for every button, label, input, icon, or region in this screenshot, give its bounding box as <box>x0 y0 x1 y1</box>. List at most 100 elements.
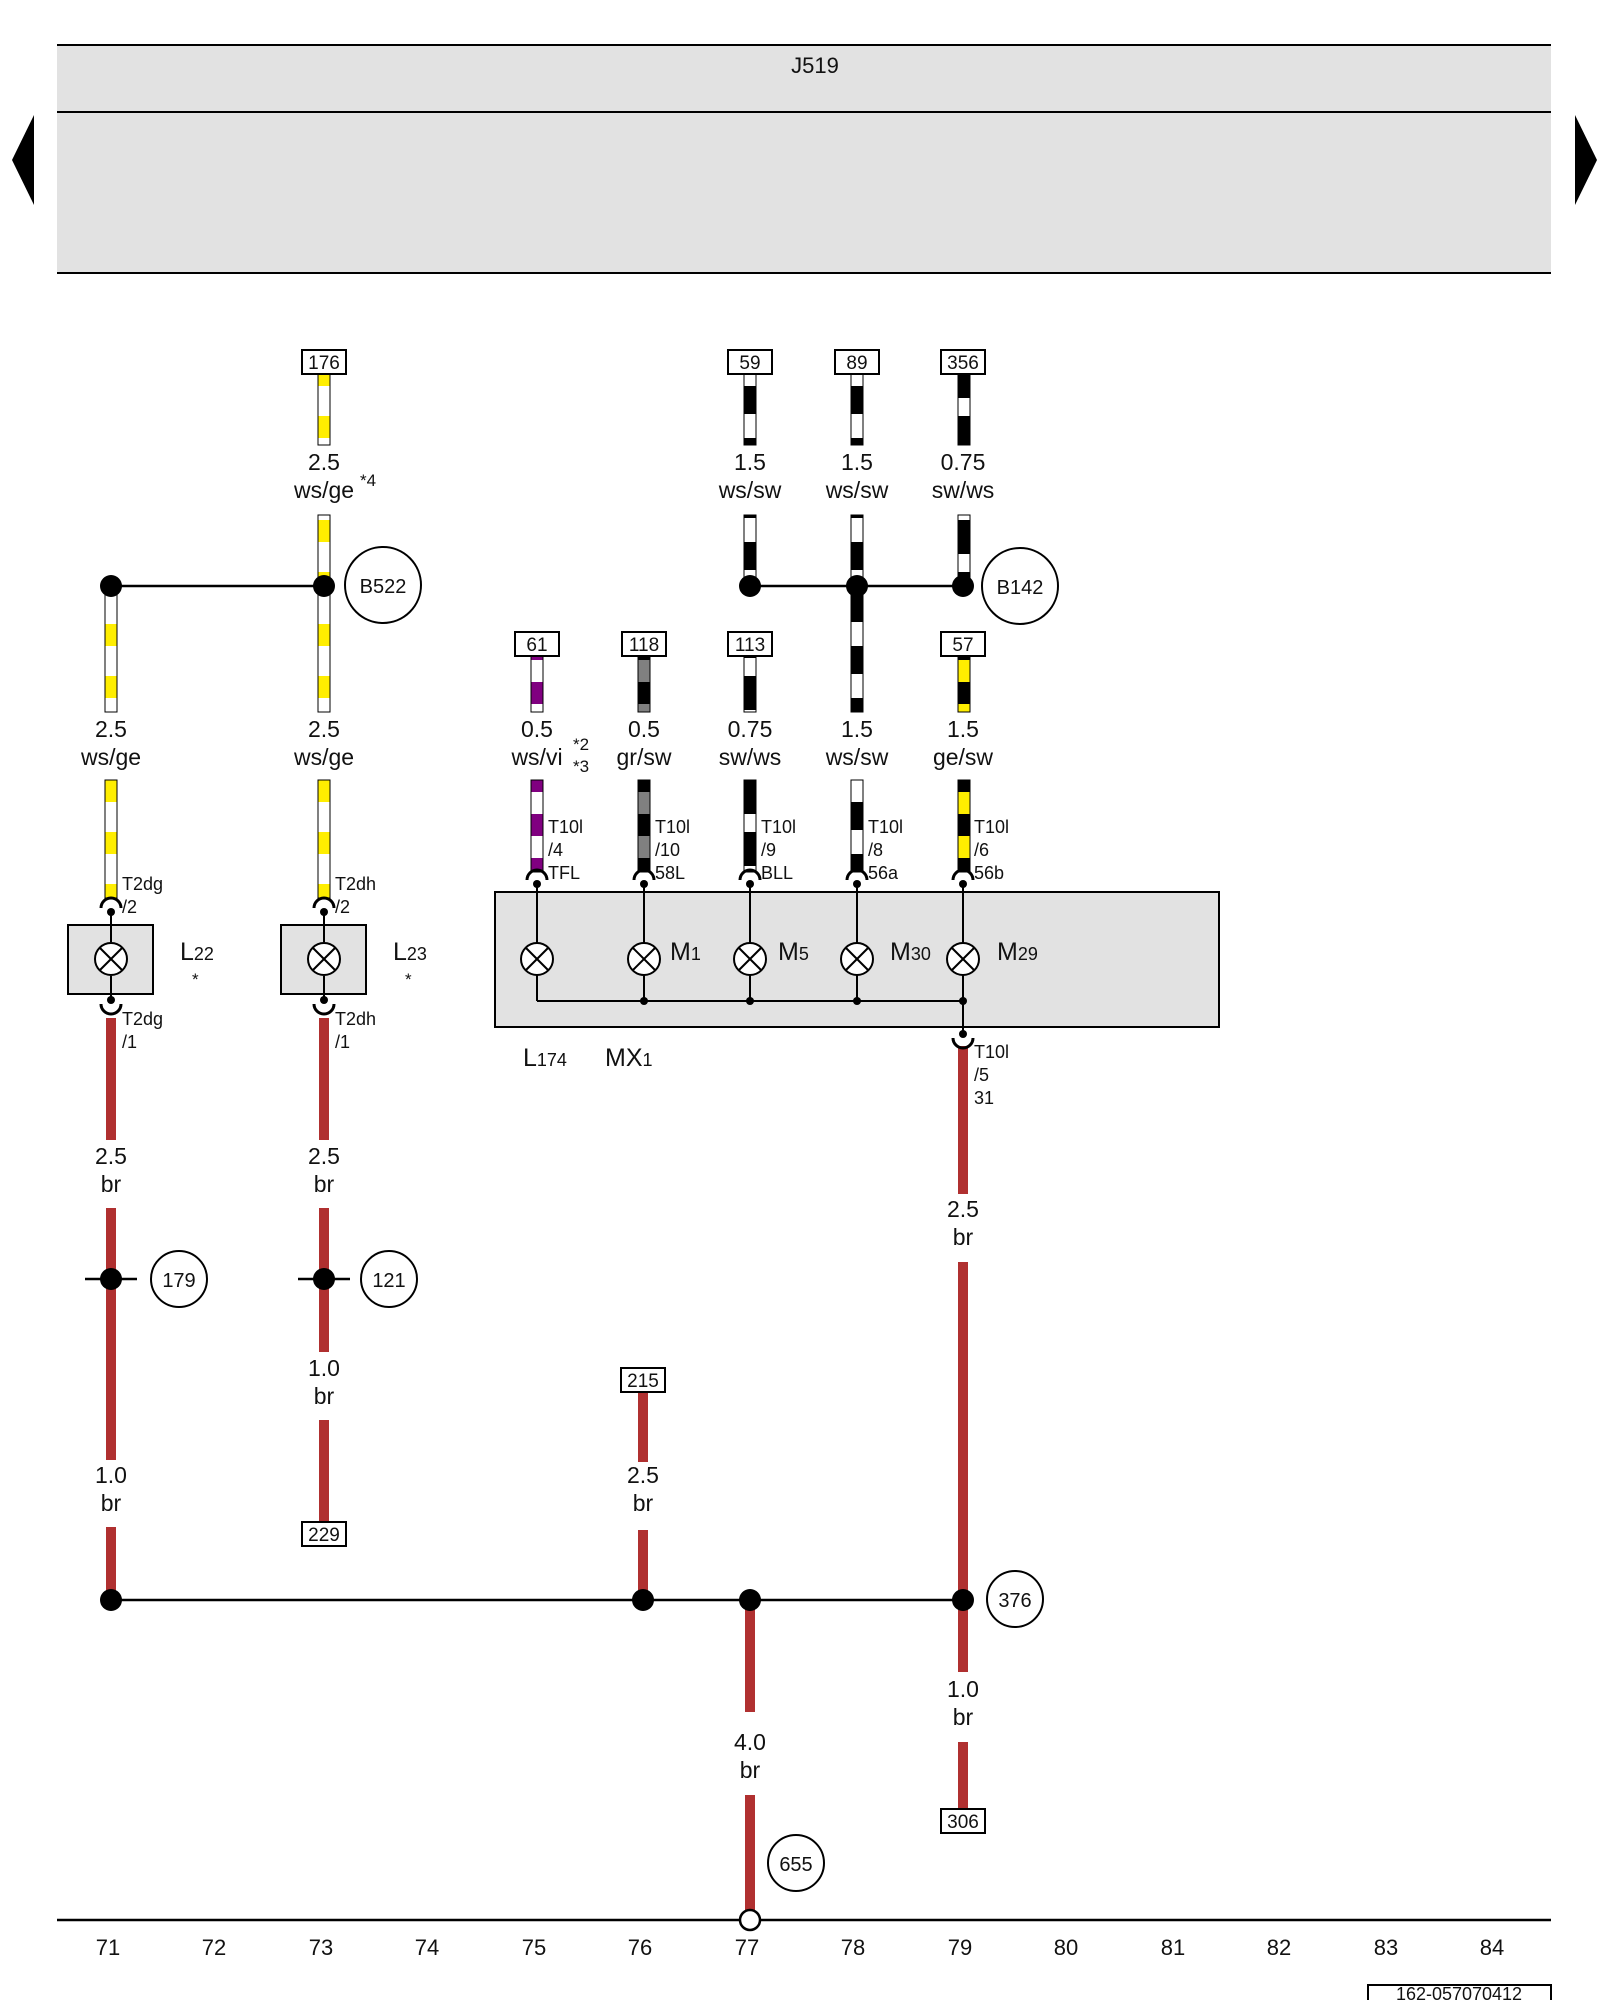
svg-text:121: 121 <box>372 1270 405 1292</box>
label-L174: L174 <box>523 1044 567 1072</box>
conn-58L-pin: /10 <box>655 840 680 860</box>
wire-89-color: ws/sw <box>825 477 889 503</box>
wire-113-size: 0.75 <box>728 716 773 742</box>
wire-179d-color: br <box>101 1490 122 1516</box>
circle-B522: B522 <box>344 546 422 624</box>
conn-TFL-name: T10l <box>548 817 583 837</box>
svg-text:229: 229 <box>308 1525 340 1546</box>
conn-56b-pin: /6 <box>974 840 989 860</box>
wire-118-color: gr/sw <box>617 744 672 770</box>
conn-56a-pin: /8 <box>868 840 883 860</box>
label-M29: M29 <box>997 938 1038 966</box>
wire-L22-color: ws/ge <box>80 744 141 770</box>
wire-89-size: 1.5 <box>841 449 873 475</box>
conn-TFL-func: TFL <box>548 863 580 883</box>
svg-text:89: 89 <box>846 353 867 374</box>
ref-box-306[interactable]: 306 <box>940 1808 986 1834</box>
conn-31-func: 31 <box>974 1088 994 1108</box>
column-number: 72 <box>202 1935 226 1960</box>
column-number: 82 <box>1267 1935 1291 1960</box>
wire-MXb-color: br <box>953 1224 974 1250</box>
label-L22-note: * <box>192 970 199 989</box>
circle-121: 121 <box>360 1250 418 1308</box>
prev-page-icon[interactable] <box>12 115 34 205</box>
wire-L23b-size: 2.5 <box>308 1143 340 1169</box>
wire-L22b-size: 2.5 <box>95 1143 127 1169</box>
conn-TFL-pin: /4 <box>548 840 563 860</box>
svg-text:306: 306 <box>947 1812 979 1833</box>
column-numbers: 71 72 73 74 75 76 77 78 79 80 81 82 83 8… <box>96 1935 1504 1960</box>
svg-text:356: 356 <box>947 353 979 374</box>
svg-text:59: 59 <box>739 353 760 374</box>
conn-L22-top-name: T2dg <box>122 874 163 894</box>
conn-31-pin: /5 <box>974 1065 989 1085</box>
column-number: 74 <box>415 1935 439 1960</box>
ref-box-113[interactable]: 113 <box>727 631 773 657</box>
wire-L23b-color: br <box>314 1171 335 1197</box>
ref-box-118[interactable]: 118 <box>621 631 667 657</box>
wire-M30-color: ws/sw <box>825 744 889 770</box>
wire-176-note: *4 <box>360 471 376 490</box>
svg-text:118: 118 <box>629 635 659 656</box>
conn-L22-bot-pin: /1 <box>122 1032 137 1052</box>
wire-113-color: sw/ws <box>719 744 782 770</box>
ground-terminal <box>738 1908 762 1932</box>
conn-L23-top-pin: /2 <box>335 897 350 917</box>
wire-121d-size: 1.0 <box>308 1355 340 1381</box>
wire-356-size: 0.75 <box>941 449 986 475</box>
svg-text:176: 176 <box>308 353 340 374</box>
label-L23: L23 <box>393 938 427 966</box>
column-number: 71 <box>96 1935 120 1960</box>
column-number: 78 <box>841 1935 865 1960</box>
svg-text:61: 61 <box>526 635 547 656</box>
ref-box-89[interactable]: 89 <box>834 349 880 375</box>
wire-306-color: br <box>953 1704 974 1730</box>
wire-121d-color: br <box>314 1383 335 1409</box>
wire-61-note-a: *2 <box>573 735 589 754</box>
wire-179d-size: 1.0 <box>95 1462 127 1488</box>
column-number: 75 <box>522 1935 546 1960</box>
wire-176-color: ws/ge <box>293 477 354 503</box>
conn-56b-func: 56b <box>974 863 1004 883</box>
wire-61-size: 0.5 <box>521 716 553 742</box>
conn-58L-name: T10l <box>655 817 690 837</box>
column-number: 79 <box>948 1935 972 1960</box>
svg-text:B142: B142 <box>997 577 1044 599</box>
label-M30: M30 <box>890 938 931 966</box>
column-number: 77 <box>735 1935 759 1960</box>
wire-L23-color: ws/ge <box>293 744 354 770</box>
ref-box-176[interactable]: 176 <box>301 349 347 375</box>
conn-BLL-func: BLL <box>761 863 793 883</box>
circle-179: 179 <box>150 1250 208 1308</box>
circle-376: 376 <box>986 1570 1044 1628</box>
column-number: 80 <box>1054 1935 1078 1960</box>
wire-L22b-color: br <box>101 1171 122 1197</box>
conn-56a-func: 56a <box>868 863 899 883</box>
label-L22: L22 <box>180 938 214 966</box>
column-number: 76 <box>628 1935 652 1960</box>
svg-text:376: 376 <box>998 1590 1031 1612</box>
ref-box-229[interactable]: 229 <box>301 1521 347 1547</box>
circle-B142: B142 <box>981 547 1059 625</box>
ref-box-356[interactable]: 356 <box>940 349 986 375</box>
label-L23-note: * <box>405 970 412 989</box>
conn-31-name: T10l <box>974 1042 1009 1062</box>
label-M5: M5 <box>778 938 809 966</box>
ref-box-61[interactable]: 61 <box>514 631 560 657</box>
conn-L22-top-pin: /2 <box>122 897 137 917</box>
column-number: 81 <box>1161 1935 1185 1960</box>
conn-L22-bot-name: T2dg <box>122 1009 163 1029</box>
wire-57-size: 1.5 <box>947 716 979 742</box>
ref-box-215[interactable]: 215 <box>620 1367 666 1393</box>
column-number: 73 <box>309 1935 333 1960</box>
wire-61-color: ws/vi <box>510 744 562 770</box>
conn-56a-name: T10l <box>868 817 903 837</box>
ref-box-57[interactable]: 57 <box>940 631 986 657</box>
component-MX1-box <box>494 884 1220 1034</box>
ref-box-59[interactable]: 59 <box>727 349 773 375</box>
wire-118-size: 0.5 <box>628 716 660 742</box>
circle-655: 655 <box>767 1834 825 1892</box>
wire-L23-size: 2.5 <box>308 716 340 742</box>
next-page-icon[interactable] <box>1575 115 1597 205</box>
svg-text:113: 113 <box>735 635 765 656</box>
